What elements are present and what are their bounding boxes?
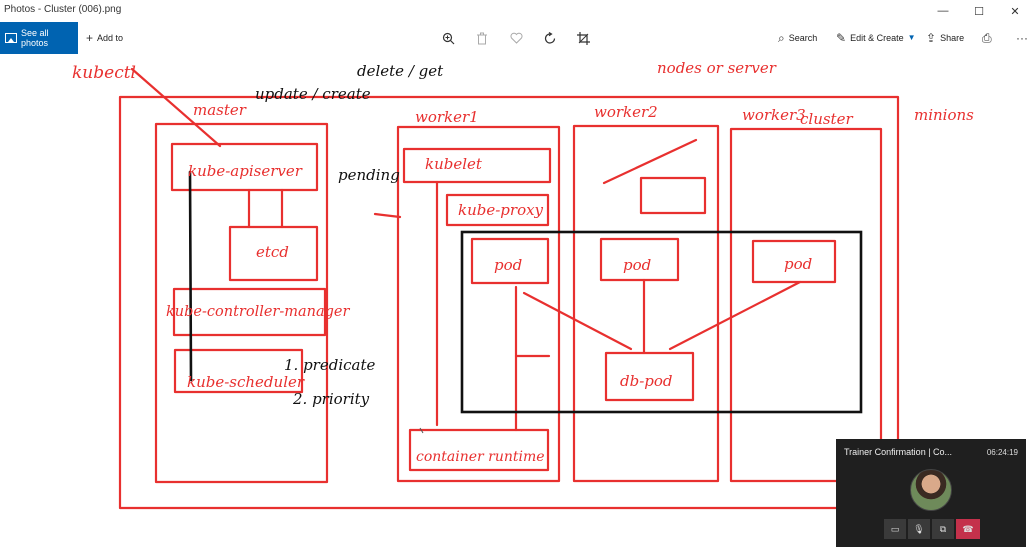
etcd-box: [228, 225, 319, 282]
master-box: [154, 122, 329, 484]
cluster-outline: [118, 95, 900, 510]
share-label: Share: [940, 33, 965, 43]
search-button[interactable]: ⌕ Search: [778, 22, 817, 54]
update-create-label: update / create: [255, 85, 371, 103]
container-runtime-label: container runtime: [416, 449, 545, 465]
crop-button[interactable]: [577, 22, 590, 54]
plus-icon: +: [86, 31, 94, 45]
delete-button[interactable]: [476, 22, 488, 54]
kube-apiserver-box: [170, 142, 319, 192]
edit-create-button[interactable]: ✎ Edit & Create ▼: [836, 22, 916, 54]
delete-icon: [477, 32, 487, 44]
hang-up-button[interactable]: ☎: [956, 519, 980, 539]
service-outline: [460, 230, 863, 414]
db-pod-label: db-pod: [620, 372, 673, 390]
pod2-box: [599, 237, 680, 282]
edit-icon: ✎: [836, 31, 847, 45]
print-icon: ⎙: [982, 31, 992, 45]
kube-controller-manager-box: [172, 287, 327, 337]
favorite-icon: [510, 32, 523, 44]
kubelet-label: kubelet: [425, 155, 483, 173]
pod1-box: [470, 237, 550, 285]
share-screen-icon: ⧉: [939, 523, 947, 534]
zoom-in-button[interactable]: [442, 22, 455, 54]
rotate-icon: [544, 31, 556, 44]
add-to-label: Add to: [97, 33, 124, 43]
mic-icon: 🎙: [913, 523, 925, 534]
nodes-label: nodes or server: [657, 59, 777, 77]
worker1-label: worker1: [415, 108, 479, 126]
call-timer: 06:24:19: [986, 448, 1018, 457]
worker2-box: [572, 124, 720, 483]
container-runtime-box: [408, 428, 550, 472]
kubectl-label: kubectl: [72, 63, 136, 83]
priority-label: 2. priority: [292, 390, 370, 408]
share-screen-button[interactable]: ⧉: [932, 519, 954, 539]
master-label: master: [193, 101, 247, 119]
hang-up-icon: ☎: [962, 523, 974, 534]
favorite-button[interactable]: [510, 22, 523, 54]
predicate-label: 1. predicate: [284, 356, 376, 374]
window-title: Photos - Cluster (006).png: [4, 4, 122, 15]
controller-connector: [188, 170, 193, 382]
rotate-button[interactable]: [544, 22, 557, 54]
search-icon: ⌕: [778, 31, 785, 45]
video-call-window[interactable]: Trainer Confirmation | Co... 06:24:19 ▭ …: [836, 439, 1026, 547]
kube-proxy-label: kube-proxy: [458, 201, 544, 219]
title-bar: Photos - Cluster (006).png — ☐ ✕: [0, 0, 1033, 22]
worker2-label: worker2: [594, 103, 658, 121]
kube-scheduler-label: kube-scheduler: [187, 373, 305, 391]
photo-canvas: kubectl master nodes or server worker1 w…: [0, 54, 1033, 547]
kube-controller-manager-label: kube-controller-manager: [166, 304, 350, 320]
pending-label: pending: [338, 166, 400, 184]
kube-proxy-box: [445, 193, 550, 227]
delete-get-label: delete / get: [357, 62, 444, 80]
more-icon: ···: [1016, 31, 1028, 45]
pod3-box: [751, 239, 837, 284]
see-all-photos-button[interactable]: See all photos: [0, 22, 78, 54]
search-label: Search: [788, 33, 818, 43]
close-button[interactable]: ✕: [997, 0, 1033, 22]
see-all-photos-label: See all photos: [21, 28, 49, 48]
pod3-label: pod: [784, 255, 812, 273]
minions-label: minions: [914, 106, 974, 124]
share-icon: ⇪: [926, 31, 937, 45]
maximize-icon: ☐: [974, 5, 984, 18]
call-controls: ▭ 🎙 ⧉ ☎: [884, 519, 980, 539]
photos-toolbar: See all photos + Add to ⌕ Search ✎ Edit …: [0, 22, 1033, 54]
kube-apiserver-label: kube-apiserver: [188, 162, 303, 180]
share-button[interactable]: ⇪ Share: [926, 22, 964, 54]
close-icon: ✕: [1010, 5, 1020, 18]
kubelet-box: [402, 147, 552, 184]
maximize-button[interactable]: ☐: [961, 0, 997, 22]
video-off-icon: ▭: [890, 523, 900, 534]
print-button[interactable]: ⎙: [982, 22, 992, 54]
more-options-button[interactable]: ···: [1016, 22, 1028, 54]
zoom-in-icon: [442, 32, 455, 44]
add-to-button[interactable]: + Add to: [86, 22, 123, 54]
worker3-label: worker3: [742, 106, 806, 124]
pod1-label: pod: [494, 256, 522, 274]
minimize-icon: —: [937, 5, 949, 17]
toggle-camera-button[interactable]: ▭: [884, 519, 906, 539]
photos-icon: [5, 33, 17, 43]
kubernetes-cluster-drawing: kubectl master nodes or server worker1 w…: [72, 59, 974, 510]
crop-icon: [577, 31, 590, 45]
db-pod-box: [604, 351, 695, 402]
edit-create-label: Edit & Create: [850, 33, 904, 43]
call-title: Trainer Confirmation | Co...: [844, 447, 953, 457]
chevron-down-icon: ▼: [907, 33, 916, 42]
etcd-label: etcd: [256, 243, 289, 261]
worker1-box: [396, 125, 561, 483]
cluster-label: cluster: [800, 110, 853, 128]
participant-avatar: [910, 469, 952, 511]
kubectl-arrow: [130, 67, 222, 148]
kube-scheduler-box: [173, 348, 304, 394]
minimize-button[interactable]: —: [925, 0, 961, 22]
toggle-mic-button[interactable]: 🎙: [908, 519, 930, 539]
pod2-label: pod: [623, 256, 651, 274]
